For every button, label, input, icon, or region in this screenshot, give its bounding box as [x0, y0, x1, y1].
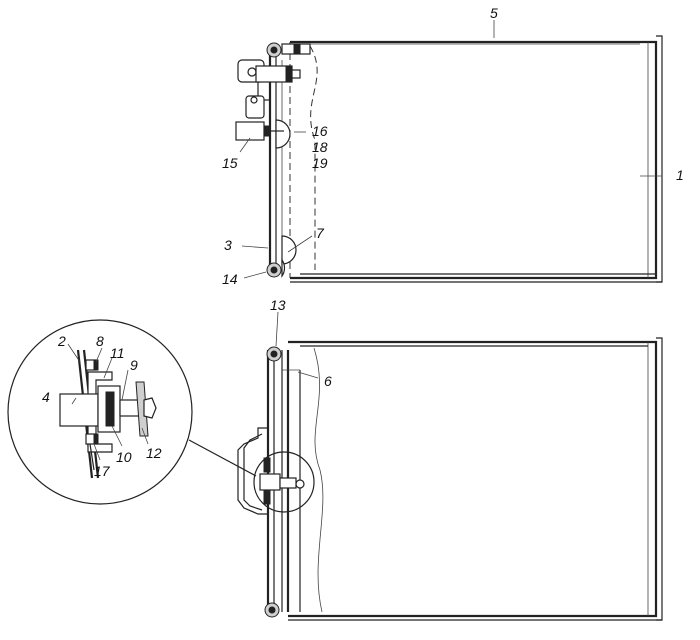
label-14: 14: [222, 271, 238, 287]
label-13: 13: [270, 297, 286, 313]
label-19: 19: [312, 155, 328, 171]
label-15: 15: [222, 155, 238, 171]
body-frame-upper: [290, 35, 663, 283]
label-5: 5: [490, 5, 498, 21]
leader-lines: [67, 20, 662, 461]
upper-bottom-roller: [266, 262, 282, 278]
label-9: 9: [130, 357, 138, 373]
glass-outline-upper: [289, 42, 640, 278]
label-7: 7: [316, 225, 325, 241]
lower-bottom-roller: [264, 602, 280, 618]
label-16: 16: [312, 123, 328, 139]
glass-outline-lower: [313, 347, 324, 613]
label-10: 10: [116, 449, 132, 465]
latch-15: [235, 119, 291, 149]
label-4: 4: [42, 389, 50, 405]
lower-top-roller: [266, 346, 282, 362]
label-17: 17: [94, 463, 111, 479]
callout-labels: 5 1 16 18 19 15 3 7 14 13 6 2 8 11 9 4 1…: [42, 5, 684, 479]
lower-view: [237, 337, 663, 621]
label-1: 1: [676, 167, 684, 183]
body-frame-lower: [288, 337, 663, 621]
label-11: 11: [110, 345, 125, 361]
upper-view: [235, 35, 663, 283]
upper-top-roller: [266, 42, 311, 58]
label-6: 6: [324, 373, 332, 389]
label-18: 18: [312, 139, 328, 155]
handle-housing: [237, 427, 268, 515]
label-8: 8: [96, 333, 104, 349]
label-12: 12: [146, 445, 162, 461]
lock-detail-small: [253, 451, 315, 513]
door-leaf-3: [268, 52, 283, 268]
label-2: 2: [57, 333, 66, 349]
detail-magnified: [7, 319, 257, 505]
bracket-7: [281, 235, 297, 278]
lock-assembly: [237, 59, 301, 119]
label-3: 3: [224, 237, 232, 253]
